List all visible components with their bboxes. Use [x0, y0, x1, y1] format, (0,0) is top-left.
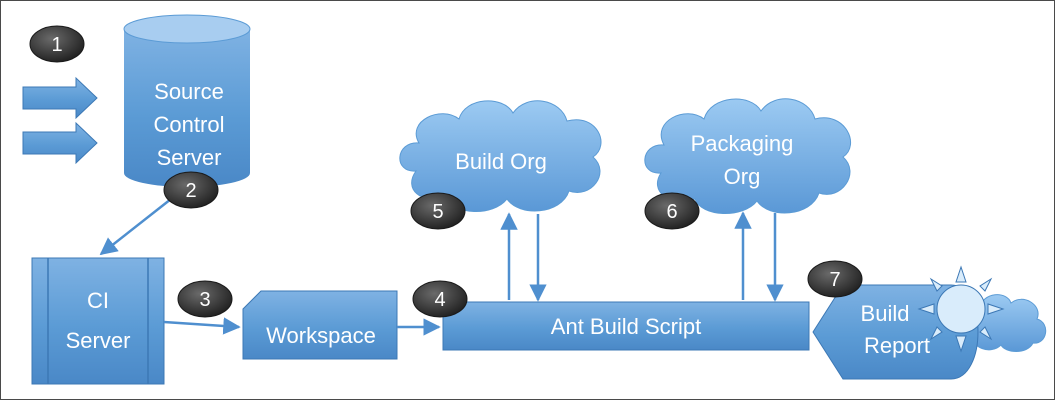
ci-server-node: CI Server — [31, 257, 165, 385]
step-badge-6: 6 — [644, 192, 700, 230]
workspace-label: Workspace — [266, 323, 376, 348]
step-badge-4: 4 — [412, 280, 468, 318]
packaging-org-label-2: Org — [724, 164, 761, 189]
arrow-source-to-ci — [99, 198, 172, 256]
ci-server-label-1: CI — [87, 288, 109, 313]
step-badge-2: 2 — [163, 171, 219, 209]
step-number: 5 — [432, 201, 443, 223]
packaging-org-label-1: Packaging — [691, 131, 794, 156]
build-org-label: Build Org — [455, 149, 547, 174]
step-number: 6 — [666, 201, 677, 223]
build-report-node: Build Report — [812, 265, 1047, 380]
step-number: 3 — [199, 289, 210, 311]
connectors — [99, 198, 784, 336]
arrow-ci-to-workspace — [163, 317, 241, 335]
step-badge-3: 3 — [177, 280, 233, 318]
workspace-node: Workspace — [242, 290, 398, 360]
source-control-server-node: Source Control Server — [123, 14, 251, 187]
sun-icon — [917, 265, 1005, 353]
build-report-label-1: Build — [861, 301, 910, 326]
right-arrow-icon — [22, 121, 98, 165]
step-badge-5: 5 — [410, 192, 466, 230]
packaging-org-cloud: Packaging Org — [644, 98, 852, 214]
step-number: 1 — [51, 34, 62, 56]
step-badge-1: 1 — [29, 25, 85, 63]
right-arrow-icon — [22, 76, 98, 120]
ant-build-script-label: Ant Build Script — [551, 314, 701, 339]
ci-server-label-2: Server — [66, 328, 131, 353]
build-org-cloud: Build Org — [399, 100, 602, 212]
step-number: 2 — [185, 180, 196, 202]
source-control-label-3: Server — [157, 145, 222, 170]
source-control-label-1: Source — [154, 79, 224, 104]
source-control-label-2: Control — [154, 112, 225, 137]
build-report-label-2: Report — [864, 333, 930, 358]
step-number: 7 — [829, 269, 840, 291]
ant-build-script-node: Ant Build Script — [442, 301, 810, 351]
step-badge-7: 7 — [807, 260, 863, 298]
step-number: 4 — [434, 289, 445, 311]
